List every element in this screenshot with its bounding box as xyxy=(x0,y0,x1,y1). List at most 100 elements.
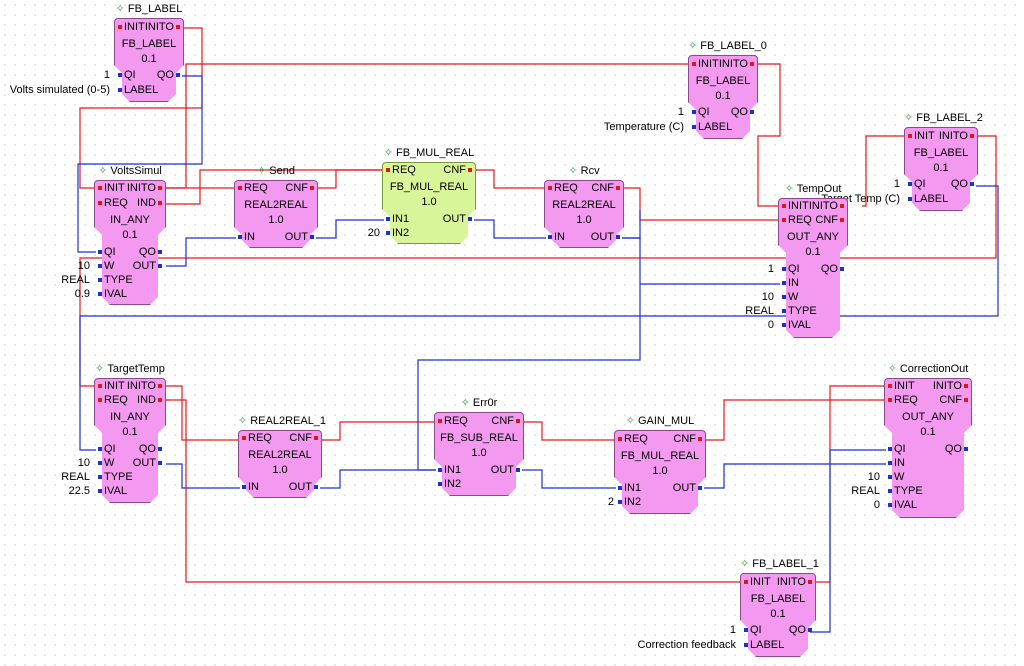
port-cnf[interactable]: CNF xyxy=(673,433,704,446)
port-init[interactable]: INIT xyxy=(116,21,145,34)
port-out[interactable]: OUT xyxy=(443,213,474,226)
port-qo[interactable]: QO xyxy=(139,443,164,456)
port-init[interactable]: INIT xyxy=(742,576,771,589)
block-body[interactable] xyxy=(884,378,972,518)
constant-value[interactable]: 1 xyxy=(767,263,774,275)
data-connection[interactable] xyxy=(522,469,616,489)
port-inito[interactable]: INITO xyxy=(933,380,970,393)
constant-value[interactable]: Volts simulated (0-5) xyxy=(9,84,110,96)
port-req[interactable]: REQ xyxy=(240,432,272,445)
port-qi[interactable]: QI xyxy=(742,624,762,637)
event-connection[interactable] xyxy=(316,169,384,189)
port-in1[interactable]: IN1 xyxy=(436,464,461,477)
port-qo[interactable]: QO xyxy=(951,178,976,191)
function-block-err0r[interactable]: ✧Err0r REQ CNF FB_SUB_REAL 1.0 IN1 OUT I… xyxy=(434,397,524,496)
port-qi[interactable]: QI xyxy=(96,443,116,456)
port-out[interactable]: OUT xyxy=(591,231,622,244)
constant-value[interactable]: 1 xyxy=(729,624,736,636)
function-block-temp-out[interactable]: ✧TempOut INIT INITO REQ CNF OUT_ANY 0.1 … xyxy=(778,183,848,338)
constant-value[interactable]: REAL xyxy=(851,485,880,497)
function-block-send[interactable]: ✧Send REQ CNF REAL2REAL 1.0 IN OUT xyxy=(234,165,318,248)
port-qi[interactable]: QI xyxy=(116,69,136,82)
port-req[interactable]: REQ xyxy=(96,197,128,210)
constant-value[interactable]: 0 xyxy=(873,499,880,511)
port-out[interactable]: OUT xyxy=(289,481,320,494)
port-cnf[interactable]: CNF xyxy=(285,182,316,195)
port-init[interactable]: INIT xyxy=(96,380,125,393)
port-ind[interactable]: IND xyxy=(137,394,164,407)
port-inito[interactable]: INITO xyxy=(145,21,182,34)
port-req[interactable]: REQ xyxy=(236,182,268,195)
port-type[interactable]: TYPE xyxy=(96,274,133,287)
constant-value[interactable]: 10 xyxy=(77,260,90,272)
port-in[interactable]: IN xyxy=(780,277,799,290)
port-in2[interactable]: IN2 xyxy=(616,496,641,509)
block-body[interactable] xyxy=(740,573,816,657)
port-qo[interactable]: QO xyxy=(157,69,182,82)
port-init[interactable]: INIT xyxy=(886,380,915,393)
port-qo[interactable]: QO xyxy=(789,624,814,637)
block-body[interactable] xyxy=(238,430,322,498)
function-block-gain-mul[interactable]: ✧GAIN_MUL REQ CNF FB_MUL_REAL 1.0 IN1 OU… xyxy=(614,415,706,514)
port-out[interactable]: OUT xyxy=(133,457,164,470)
port-type[interactable]: TYPE xyxy=(96,471,133,484)
port-w[interactable]: W xyxy=(780,291,798,304)
block-body[interactable] xyxy=(94,378,166,503)
event-connection[interactable] xyxy=(320,421,436,441)
port-out[interactable]: OUT xyxy=(673,482,704,495)
data-connection[interactable] xyxy=(474,219,546,239)
port-ival[interactable]: IVAL xyxy=(96,288,127,301)
data-connection[interactable] xyxy=(320,469,436,489)
port-out[interactable]: OUT xyxy=(285,231,316,244)
port-qi[interactable]: QI xyxy=(886,443,906,456)
port-cnf[interactable]: CNF xyxy=(443,164,474,177)
block-body[interactable] xyxy=(434,412,524,496)
function-block-rcv[interactable]: ✧Rcv REQ CNF REAL2REAL 1.0 IN OUT xyxy=(544,165,624,248)
port-label[interactable]: LABEL xyxy=(742,639,784,652)
function-block-fb-mul-real[interactable]: ✧FB_MUL_REAL REQ CNF FB_MUL_REAL 1.0 IN1… xyxy=(382,147,476,244)
event-connection[interactable] xyxy=(704,399,886,441)
port-req[interactable]: REQ xyxy=(384,164,416,177)
port-req[interactable]: REQ xyxy=(96,394,128,407)
port-label[interactable]: LABEL xyxy=(116,84,158,97)
constant-value[interactable]: 1 xyxy=(893,178,900,190)
block-body[interactable] xyxy=(904,127,978,211)
function-block-real2real-1[interactable]: ✧REAL2REAL_1 REQ CNF REAL2REAL 1.0 IN OU… xyxy=(238,415,326,498)
port-cnf[interactable]: CNF xyxy=(939,394,970,407)
constant-value[interactable]: REAL xyxy=(745,305,774,317)
port-init[interactable]: INIT xyxy=(906,130,935,143)
port-in1[interactable]: IN1 xyxy=(384,213,409,226)
data-connection[interactable] xyxy=(622,237,780,285)
port-in[interactable]: IN xyxy=(886,457,905,470)
port-in2[interactable]: IN2 xyxy=(384,227,409,240)
port-in[interactable]: IN xyxy=(546,231,565,244)
port-req[interactable]: REQ xyxy=(616,433,648,446)
port-inito[interactable]: INITO xyxy=(777,576,814,589)
port-type[interactable]: TYPE xyxy=(780,305,817,318)
function-block-fb-label-2[interactable]: ✧FB_LABEL_2 INIT INITO FB_LABEL 0.1 QI Q… xyxy=(904,112,983,211)
event-connection[interactable] xyxy=(522,421,616,441)
block-body[interactable] xyxy=(382,162,476,244)
block-body[interactable] xyxy=(614,430,706,514)
constant-value[interactable]: 0 xyxy=(767,319,774,331)
data-connection[interactable] xyxy=(622,210,641,240)
function-block-volts-simul[interactable]: ✧VoltsSimul INIT INITO REQ IND IN_ANY 0.… xyxy=(94,165,166,305)
constant-value[interactable]: 2 xyxy=(607,496,614,508)
event-connection[interactable] xyxy=(166,385,240,441)
port-cnf[interactable]: CNF xyxy=(289,432,320,445)
data-connection[interactable] xyxy=(166,237,236,267)
constant-value[interactable]: 22.5 xyxy=(68,485,90,497)
port-ival[interactable]: IVAL xyxy=(886,499,917,512)
data-connection[interactable] xyxy=(166,463,240,489)
constant-value[interactable]: 0.9 xyxy=(74,288,90,300)
port-cnf[interactable]: CNF xyxy=(591,182,622,195)
constant-value[interactable]: Temperature (C) xyxy=(603,121,684,133)
block-body[interactable] xyxy=(234,180,318,248)
port-init[interactable]: INIT xyxy=(780,200,809,213)
port-init[interactable]: INIT xyxy=(690,58,719,71)
port-in2[interactable]: IN2 xyxy=(436,478,461,491)
constant-value[interactable]: 1 xyxy=(677,106,684,118)
port-w[interactable]: W xyxy=(96,260,114,273)
function-block-fb-label-0[interactable]: ✧FB_LABEL_0 INIT INITO FB_LABEL 0.1 QI Q… xyxy=(688,40,767,139)
constant-value[interactable]: Correction feedback xyxy=(637,639,736,651)
